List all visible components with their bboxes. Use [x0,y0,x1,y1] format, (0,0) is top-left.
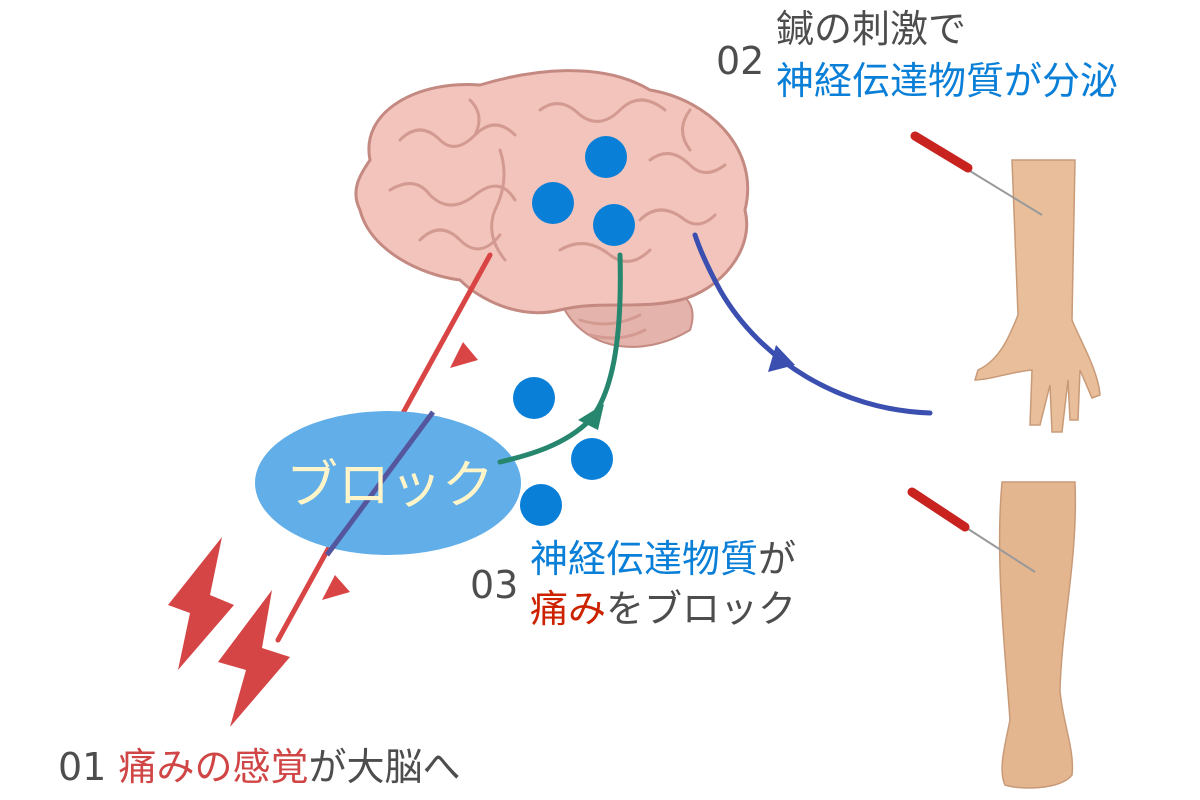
arrowhead-icon [450,342,478,368]
neurotransmitter-dot [532,182,574,224]
acupuncture-needle-arm [910,131,1043,216]
arrowhead-icon [322,575,350,600]
step-01-rest: が大脳へ [308,745,461,789]
neurotransmitter-dot [571,438,613,480]
step-03-number: 03 [470,563,519,607]
step-03-line1-highlight: 神経伝達物質 [530,537,759,581]
neurotransmitter-dots [513,136,635,526]
lightning-icon [168,537,234,670]
descending-inhibition-path [497,252,623,465]
blocked-signal-segment [324,410,436,557]
step-03-line1: 神経伝達物質が [530,540,796,578]
arrowhead-icon [768,345,795,372]
leg-illustration [998,481,1077,789]
block-label: ブロック [286,456,494,516]
step-01-number: 01 [58,745,107,789]
step-03-line2-rest: をブロック [606,587,797,631]
step-01-highlight: 痛みの感覚 [118,745,309,789]
step-02-line2: 神経伝達物質が分泌 [776,59,1119,103]
step-03-line2-highlight: 痛み [530,587,607,631]
forearm-illustration [973,159,1101,433]
acupuncture-needle-leg [907,487,1036,573]
step-03-line2: 痛みをブロック [530,590,796,628]
neurotransmitter-dot [513,377,555,419]
pain-lightning-icons [168,537,290,727]
step-03-line1-rest: が [758,537,797,581]
needle-stimulus-path [692,232,933,416]
neurotransmitter-dot [593,204,635,246]
lightning-icon [218,590,290,727]
neurotransmitter-dot [585,136,627,178]
neurotransmitter-dot [520,484,562,526]
step-02-line1: 鍼の刺激で [776,7,967,51]
step-01-label: 01 痛みの感覚が大脳へ [58,748,460,786]
block-ellipse [255,411,521,555]
step-02-number: 02 [716,39,765,83]
arrowhead-icon [578,404,604,430]
